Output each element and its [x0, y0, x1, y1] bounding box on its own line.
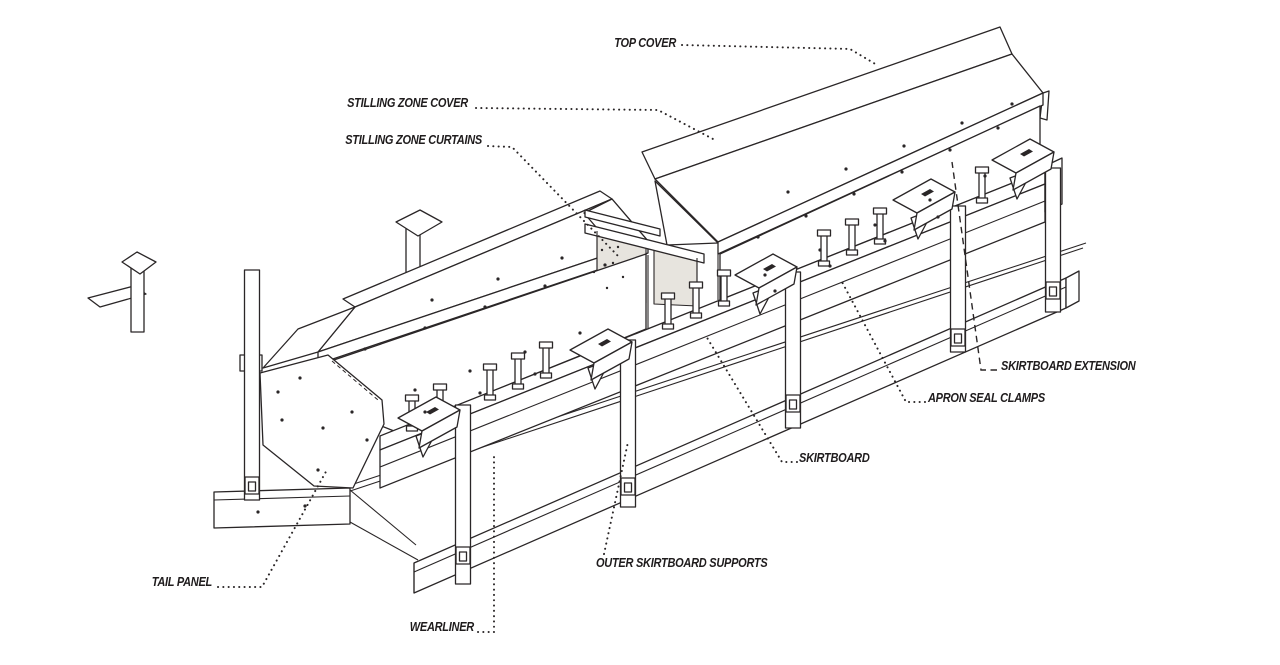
- top-cover-shape: [641, 26, 1050, 255]
- stilling-zone-cover-shape: [262, 190, 649, 369]
- leader-wearliner: [477, 451, 495, 633]
- leader-skirtboard-extension: [951, 161, 997, 371]
- label-stilling-zone-curtains: STILLING ZONE CURTAINS: [345, 133, 482, 147]
- label-apron-seal-clamps: APRON SEAL CLAMPS: [928, 391, 1045, 405]
- leader-top-cover: [681, 44, 878, 66]
- outer-skirtboard-supports-shape: [243, 138, 1062, 585]
- leader-apron-seal-clamps: [841, 281, 926, 403]
- leader-stilling-zone-cover: [475, 107, 714, 140]
- label-wearliner: WEARLINER: [409, 620, 475, 634]
- label-skirtboard-extension: SKIRTBOARD EXTENSION: [1001, 359, 1136, 373]
- leader-outer-supports: [603, 441, 629, 555]
- leader-lines: [217, 44, 997, 633]
- leader-skirtboard: [705, 335, 798, 463]
- bolt-dots: [256, 102, 1014, 514]
- label-outer-skirtboard-supports: OUTER SKIRTBOARD SUPPORTS: [596, 556, 768, 570]
- label-stilling-zone-cover: STILLING ZONE COVER: [347, 96, 468, 110]
- label-tail-panel: TAIL PANEL: [151, 575, 213, 589]
- rear-support-structures: [87, 209, 443, 333]
- leader-stilling-zone-curtains: [487, 145, 620, 258]
- label-top-cover: TOP COVER: [614, 36, 676, 50]
- label-skirtboard: SKIRTBOARD: [799, 451, 870, 465]
